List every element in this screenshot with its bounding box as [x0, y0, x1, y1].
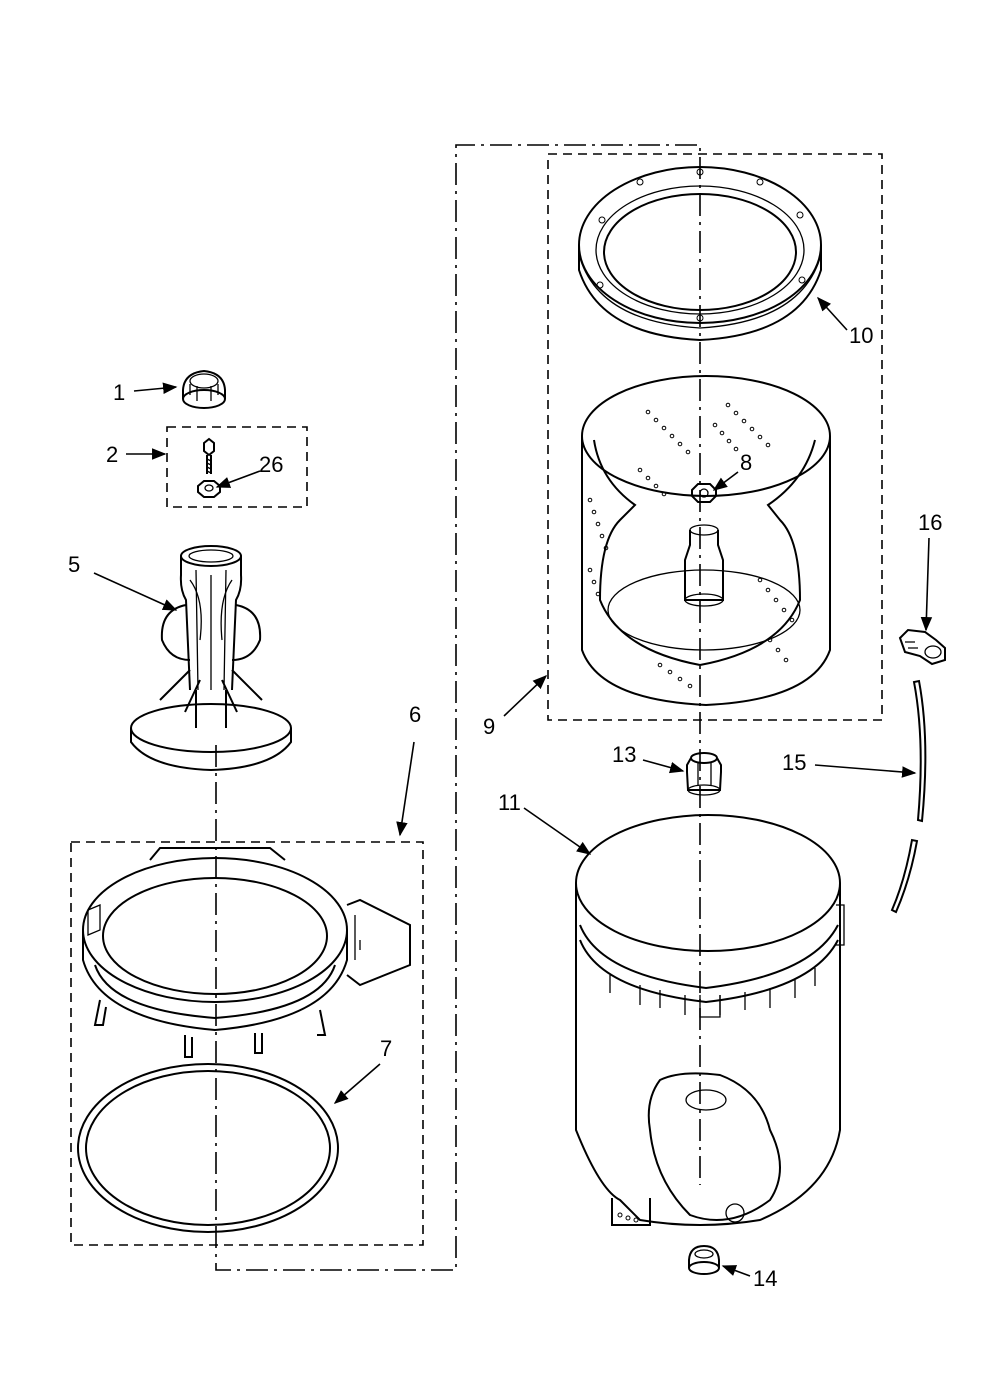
callout-11: 11: [498, 790, 521, 815]
part-26-nut: [197, 480, 221, 498]
group-box-2: [166, 426, 308, 508]
callout-16: 16: [918, 510, 942, 535]
part-16-clip: [898, 628, 946, 666]
part-9-basket: [581, 375, 831, 707]
group-box-9: [547, 153, 883, 721]
basket-perforations: [587, 402, 795, 689]
callout-1: 1: [113, 380, 125, 405]
leader-lines: [93, 296, 933, 1277]
part-11-outer-tub: [575, 814, 845, 1226]
callout-6: 6: [409, 702, 421, 727]
callout-5: 5: [68, 552, 80, 577]
part-10-tub-ring: [578, 166, 822, 342]
assembly-path-line: [215, 144, 701, 1271]
callout-7: 7: [380, 1036, 392, 1061]
callout-2: 2: [106, 442, 118, 467]
part-2-bolt: [203, 437, 215, 474]
callout-13: 13: [612, 742, 636, 767]
callout-14: 14: [753, 1266, 777, 1291]
callout-10: 10: [849, 323, 873, 348]
part-14-plug: [688, 1244, 720, 1275]
part-5-agitator: [130, 545, 292, 772]
callout-15: 15: [782, 750, 806, 775]
callout-26: 26: [259, 452, 283, 477]
part-6-balance-ring: [82, 847, 411, 1058]
part-15-hose: [890, 679, 927, 914]
part-7-seal-ring: [77, 1063, 339, 1233]
part-13-coupling: [686, 752, 722, 796]
callout-8: 8: [740, 450, 752, 475]
part-8-hub-nut: [691, 483, 717, 503]
part-1-cap: [182, 369, 226, 409]
group-box-6: [70, 841, 424, 1246]
callout-9: 9: [483, 714, 495, 739]
